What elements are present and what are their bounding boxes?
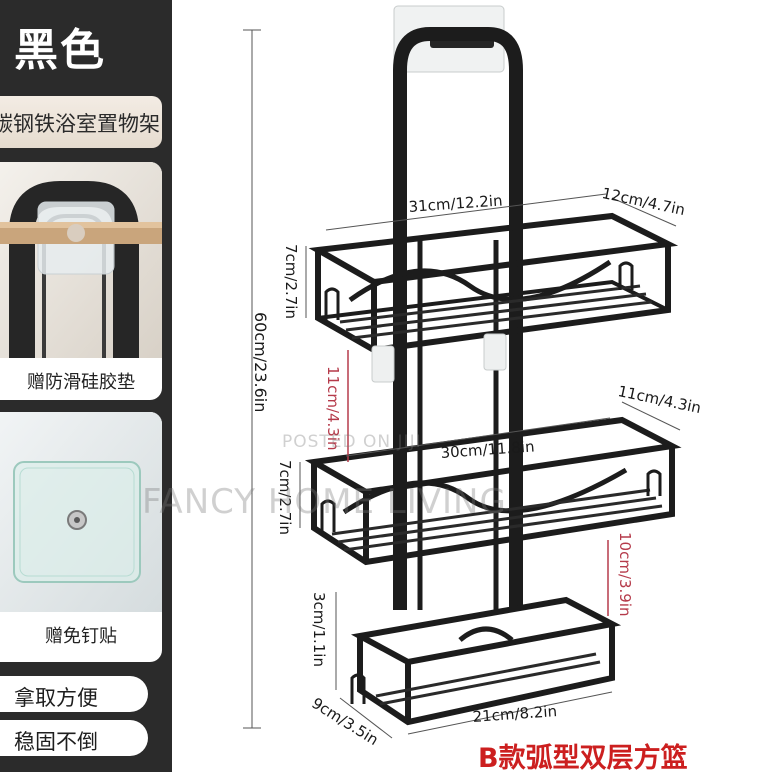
- bottom-basket: [350, 596, 622, 726]
- hook-photo: [0, 162, 162, 358]
- feature-text: 稳固不倒: [14, 730, 98, 754]
- watermark-posted: POSTED ON JIJI: [282, 432, 422, 452]
- color-title-box: 黑色: [0, 0, 172, 88]
- product-subtitle-box: 碳钢铁浴室置物架: [0, 96, 162, 148]
- top-shelf: [308, 212, 679, 354]
- feature-card-adhesive: 赠免钉贴: [0, 412, 162, 662]
- adhesive-photo: [0, 412, 162, 612]
- card-caption: 赠免钉贴: [45, 626, 117, 647]
- model-label: B款弧型双层方篮: [478, 743, 688, 772]
- dim-gap-lower: 10cm/3.9in: [616, 532, 634, 617]
- adhesive-patch-icon: [0, 412, 162, 612]
- feature-card-silicone-pad: 赠防滑硅胶垫: [0, 162, 162, 400]
- dim-total-height: 60cm/23.6in: [251, 312, 270, 413]
- dim-bottom-height: 3cm/1.1in: [310, 592, 328, 667]
- dim-top-height: 7cm/2.7in: [282, 244, 300, 319]
- card-caption: 赠防滑硅胶垫: [27, 372, 135, 393]
- hook-with-pad-icon: [0, 162, 162, 358]
- feature-pill: 拿取方便: [0, 676, 148, 712]
- middle-shelf: [304, 416, 682, 566]
- product-subtitle: 碳钢铁浴室置物架: [0, 112, 160, 136]
- feature-pill: 稳固不倒: [0, 720, 148, 756]
- color-title: 黑色: [14, 25, 106, 76]
- left-info-panel: 黑色 碳钢铁浴室置物架: [0, 0, 172, 772]
- feature-text: 拿取方便: [14, 686, 98, 710]
- watermark-store: FANCY HOME LIVING: [142, 482, 507, 522]
